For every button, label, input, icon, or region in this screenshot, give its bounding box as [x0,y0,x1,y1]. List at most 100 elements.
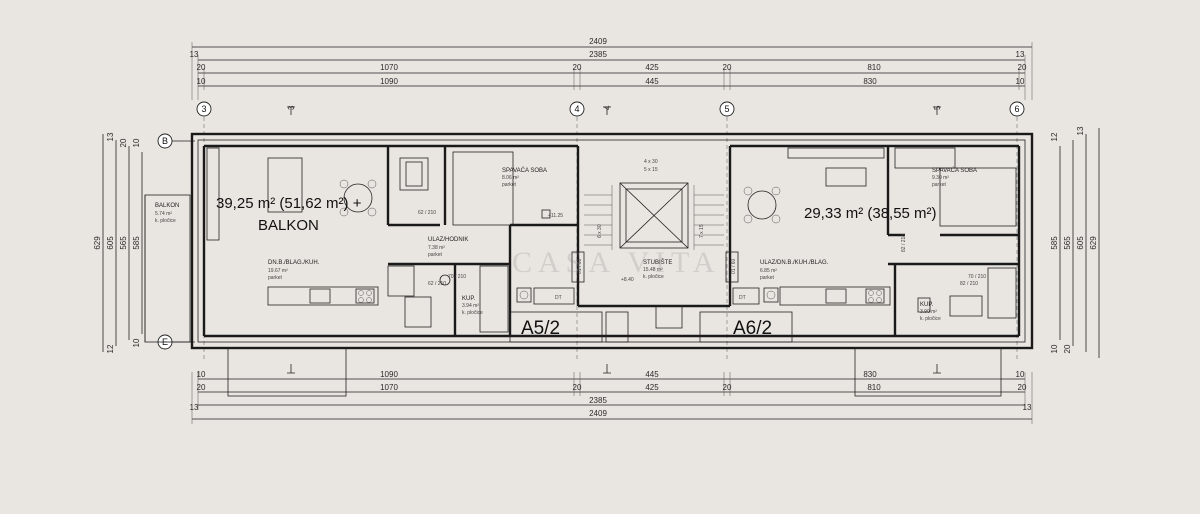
a6-area-text: 29,33 m² (38,55 m²) [804,205,937,222]
staircase: 4 x 30 5 x 15 6 x 30 7 x 15 STUBIŠTE 15.… [571,159,739,329]
section-3: 3 [287,105,296,110]
balkon-area: 5.74 m² [155,211,172,217]
stubiste-floor: k. pločice [643,274,664,280]
dim-bot-r1: 445 [645,370,659,379]
kup-right-name: KUP. [920,302,934,308]
right-apartment-furniture: DT [732,147,1017,319]
dim-top-r1: 20 [197,63,206,72]
vent-b: 01 / 60 [731,258,737,274]
axis-col-5: 5 [724,104,729,114]
kup-left-name: KUP. [462,296,476,302]
dim-bot-edge-right: 13 [1023,403,1032,412]
dt-left: DT [555,295,562,301]
dim-right: 585 [1050,236,1059,250]
dim-bot-edge-left: 13 [190,403,199,412]
dim-bot-r2: 20 [1018,383,1027,392]
dim-top-r1: 425 [645,63,659,72]
dim-top-r1: 20 [1018,63,1027,72]
spavaca-left-floor: parket [502,182,517,188]
dim-left: 605 [106,236,115,250]
section-4: 4 [603,105,612,110]
dim-bot-r2: 20 [197,383,206,392]
bottom-dimensions: 10 1090 445 830 10 20 1070 20 425 20 810… [190,370,1033,424]
axis-markers: 3 4 5 6 B E 3 4 5 [157,101,1025,374]
stair-note-c: 6 x 30 [597,224,603,238]
dim-top-r2: 10 [197,77,206,86]
dim-bottom-total: 2409 [589,409,607,418]
balkon-name: BALKON [155,203,179,209]
dim-right: 629 [1089,236,1098,250]
dim-right-small: 12 [1050,132,1059,141]
door-70-left: 70 / 210 [448,274,466,280]
dim-right-small: 10 [1050,344,1059,353]
ulaz-dnevni-right-name: ULAZ/DN.B./KUH./BLAG. [760,260,829,266]
kup-left-area: 3.94 m² [462,303,479,309]
dim-top-r1: 20 [573,63,582,72]
dim-top-inner: 2385 [589,50,607,59]
dim-left-small: 10 [132,138,141,147]
door-82-right-b: 82 / 210 [960,281,978,287]
dim-top-total: 2409 [589,37,607,46]
dim-bot-r2: 20 [573,383,582,392]
dim-bot-r1: 10 [197,370,206,379]
building-walls [190,132,1034,397]
ulaz-dnevni-right-floor: parket [760,275,775,281]
level-left: +11.25 [548,213,563,219]
ulaz-hodnik-name: ULAZ/HODNIK [428,237,468,243]
dim-bot-r2: 1070 [380,383,398,392]
axis-col-6: 6 [1014,104,1019,114]
apartment-labels: 39,25 m² (51,62 m²) + BALKON A5/2 29,33 … [216,195,937,339]
ulaz-hodnik-floor: parket [428,252,443,258]
dim-bottom-inner: 2385 [589,396,607,405]
dim-right: 605 [1076,236,1085,250]
dim-right: 565 [1063,236,1072,250]
dim-left-small: 20 [119,138,128,147]
a5-balkon-text: BALKON [258,217,319,234]
left-room-labels: SPAVAĆA SOBA 8.06 m² parket +11.25 62 / … [268,167,563,316]
spavaca-right-floor: parket [932,182,947,188]
dim-bot-r2: 20 [723,383,732,392]
balkon-floor: k. pločice [155,218,176,224]
axis-col-4: 4 [574,104,579,114]
dim-top-r1: 20 [723,63,732,72]
dim-left: 585 [132,236,141,250]
stubiste-name: STUBIŠTE [643,259,672,266]
door-62-left-b: 62 / 210 [428,281,446,287]
a6-label: A6/2 [733,318,772,339]
dnevni-left-area: 19.67 m² [268,268,288,274]
section-5: 5 [933,105,942,110]
vent-a: 01 / 60 [577,258,583,274]
door-70-right: 70 / 210 [968,274,986,280]
kup-right-area: 3.90 m² [920,309,937,315]
dim-top-r2: 10 [1016,77,1025,86]
dim-top-r2: 830 [863,77,877,86]
stair-note-d: 7 x 15 [699,224,705,238]
axis-row-b: B [162,136,168,146]
stair-level: +8.40 [621,277,634,283]
spavaca-left-name: SPAVAĆA SOBA [502,167,547,174]
dnevni-left-name: DN.B./BLAG./KUH. [268,260,320,266]
left-dimensions: 629 605 565 585 13 10 20 10 12 [93,132,143,353]
dt-right: DT [739,295,746,301]
dim-bot-r1: 1090 [380,370,398,379]
left-apartment-furniture: DT [206,147,575,333]
kup-left-floor: k. pločice [462,310,483,316]
right-dimensions: 585 565 605 629 12 13 20 10 [1050,126,1100,358]
dim-right-small: 13 [1076,126,1085,135]
balkon-area: BALKON 5.74 m² k. pločice [144,194,191,343]
watermark-text: CASA VITA [512,246,721,279]
dim-top-r1: 810 [867,63,881,72]
dim-left-small: 13 [106,132,115,141]
dim-top-edge-left: 13 [190,50,199,59]
right-room-labels: SPAVAĆA SOBA 9.30 m² parket 82 / 210 ULA… [760,167,986,322]
dim-left-small: 12 [106,344,115,353]
stair-note-b: 5 x 15 [644,167,658,173]
stubiste-area: 15.48 m² [643,267,663,273]
top-dimensions: 2409 2385 13 13 20 1070 20 425 20 810 20… [190,37,1033,100]
dim-top-r1: 1070 [380,63,398,72]
dim-left: 565 [119,236,128,250]
dim-top-r2: 445 [645,77,659,86]
stair-note-a: 4 x 30 [644,159,658,165]
axis-col-3: 3 [201,104,206,114]
